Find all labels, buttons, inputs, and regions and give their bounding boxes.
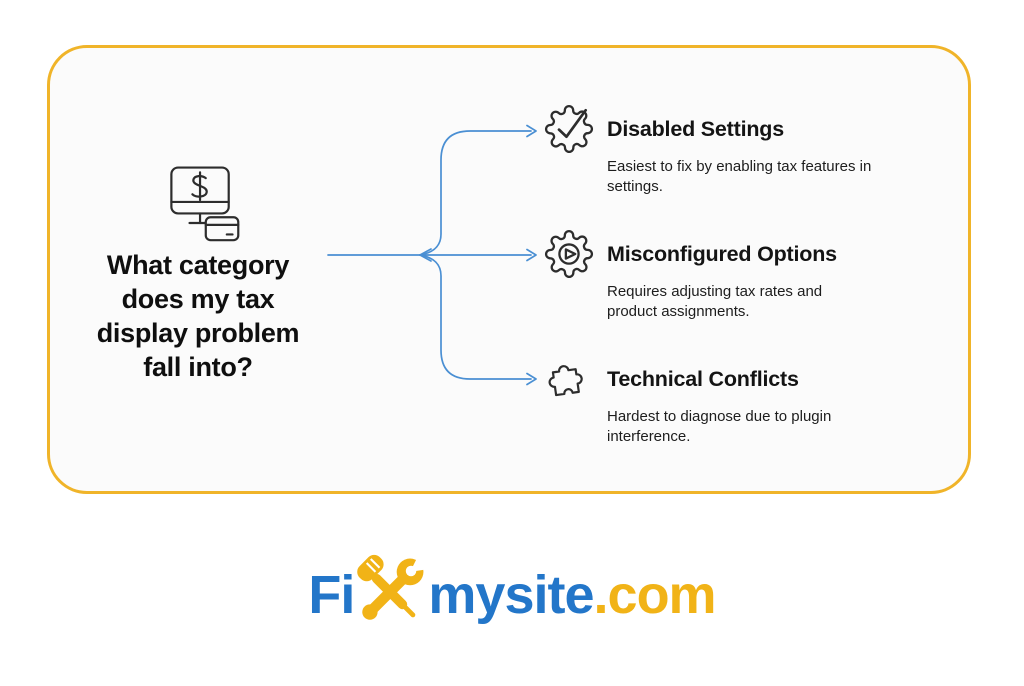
branch-technical-conflicts: Technical Conflicts Hardest to diagnose … — [544, 354, 934, 447]
screwdriver-wrench-x-icon — [346, 549, 436, 635]
question-line: does my tax — [121, 284, 275, 314]
question-line: display problem — [96, 318, 300, 348]
gear-play-icon — [544, 229, 594, 279]
logo-text-fi: Fi — [308, 565, 355, 625]
question-line: What category — [106, 250, 290, 280]
branch-disabled-settings: Disabled Settings Easiest to fix by enab… — [544, 104, 934, 197]
branch-title: Disabled Settings — [607, 117, 784, 141]
branch-description: Hardest to diagnose due to plugin interf… — [607, 408, 832, 445]
gear-check-icon — [544, 104, 594, 154]
branch-description: Requires adjusting tax rates and product… — [607, 283, 823, 320]
monitor-dollar-card-icon — [158, 158, 244, 244]
infographic-card: What category does my tax display proble… — [47, 45, 971, 494]
logo-text-com: .com — [593, 565, 717, 625]
question-title: What category does my tax display proble… — [58, 248, 338, 384]
branch-title: Misconfigured Options — [607, 242, 837, 266]
branch-description: Easiest to fix by enabling tax features … — [607, 158, 872, 195]
fixmysite-logo: Fi mysite .com — [0, 552, 1024, 638]
question-line: fall into? — [143, 352, 253, 382]
logo-text-mysite: mysite — [428, 565, 594, 625]
branch-misconfigured-options: Misconfigured Options Requires adjusting… — [544, 229, 934, 322]
puzzle-piece-icon — [544, 354, 594, 404]
branch-title: Technical Conflicts — [607, 367, 799, 391]
